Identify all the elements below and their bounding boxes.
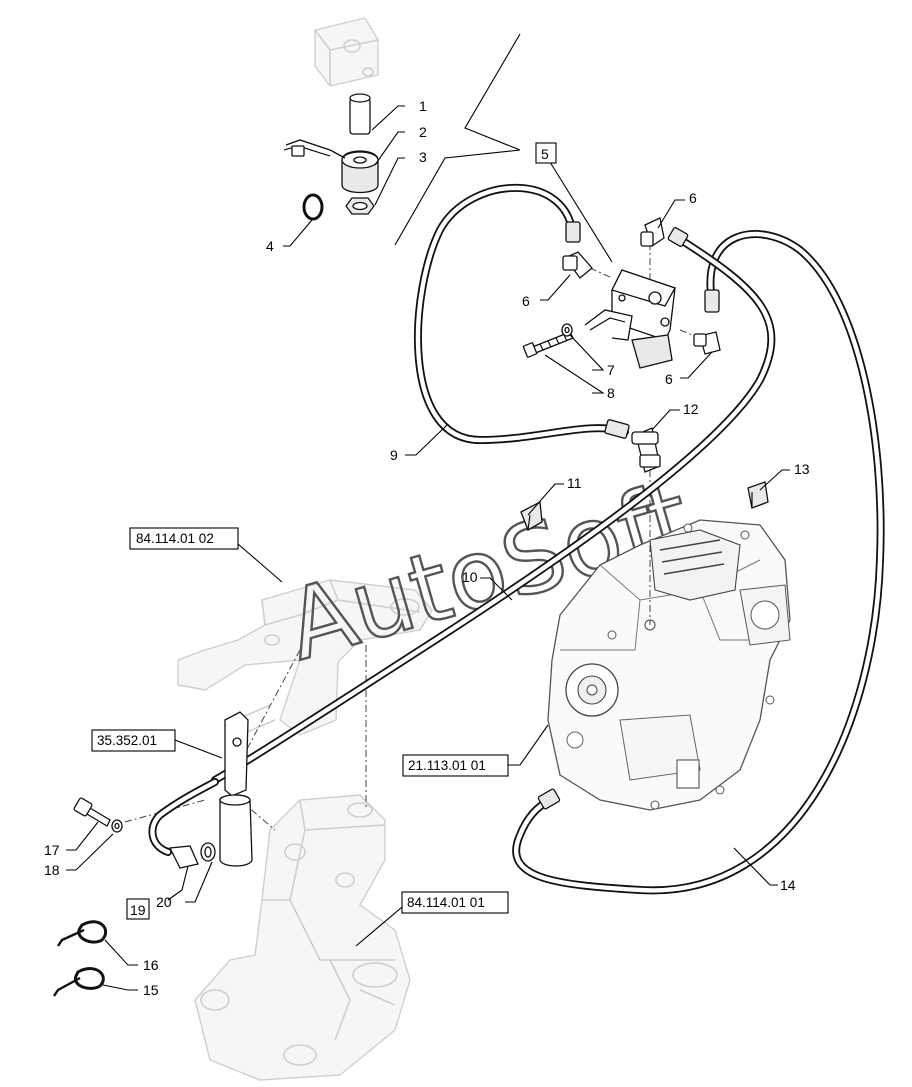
callout-18: 18 <box>44 862 60 878</box>
ref-box-35-352-01 <box>91 729 176 752</box>
callout-6-right: 6 <box>665 371 673 387</box>
washer-7 <box>561 323 573 337</box>
ref-box-21-113-01-01 <box>402 754 509 777</box>
section-break-lines <box>394 33 521 246</box>
valve-block-5 <box>584 269 676 369</box>
callout-9: 9 <box>390 447 398 463</box>
callout-10: 10 <box>462 569 478 585</box>
ref-box-84-114-01-01 <box>401 891 509 914</box>
callout-5: 5 <box>541 146 549 162</box>
transmission-housing <box>547 519 791 811</box>
callout-20: 20 <box>156 894 172 910</box>
callout-15: 15 <box>143 982 159 998</box>
ref-35-352-01: 35.352.01 <box>97 733 157 748</box>
callout-19-box <box>126 898 150 920</box>
callout-13: 13 <box>794 461 810 477</box>
fitting-6-right <box>693 331 721 355</box>
callout-16: 16 <box>143 957 159 973</box>
clip-13 <box>747 481 769 509</box>
ref-84-114-01-01: 84.114.01 01 <box>407 895 485 910</box>
washer-18 <box>111 819 123 833</box>
cylinder-bracket <box>219 711 253 867</box>
nut-3 <box>345 197 375 215</box>
hose-14 <box>512 230 885 895</box>
bolt-17 <box>73 797 111 827</box>
callout-8: 8 <box>607 385 615 401</box>
tee-fitting-12 <box>631 427 661 473</box>
ghost-bracket-upper <box>177 579 433 736</box>
reference-boxes: 84.114.01 02 35.352.01 21.113.01 01 84.1… <box>91 527 509 914</box>
leader-lines <box>66 105 790 991</box>
callout-6-top: 6 <box>689 190 697 206</box>
callout-1: 1 <box>419 98 427 114</box>
callout-19: 19 <box>130 902 146 918</box>
ghost-chassis-lower <box>194 794 411 1081</box>
ghost-valve-block-top <box>314 17 379 87</box>
callout-14: 14 <box>780 877 796 893</box>
clip-11 <box>520 500 543 531</box>
callout-2: 2 <box>419 124 427 140</box>
pipe-10 <box>148 227 776 856</box>
callout-7: 7 <box>607 362 615 378</box>
bolt-8 <box>522 331 574 358</box>
cable-tie-15 <box>53 967 105 997</box>
ref-box-84-114-01-02 <box>129 527 239 550</box>
callout-12: 12 <box>683 401 699 417</box>
o-ring-4 <box>302 193 324 221</box>
callout-6-left: 6 <box>522 293 530 309</box>
elbow-fitting-20 <box>168 842 216 869</box>
ref-84-114-01-02: 84.114.01 02 <box>136 531 214 546</box>
ref-21-113-01-01: 21.113.01 01 <box>408 758 486 773</box>
fitting-6-top <box>640 217 665 248</box>
coil-2 <box>283 139 379 194</box>
spool-1 <box>349 93 371 135</box>
callout-3: 3 <box>419 149 427 165</box>
cable-tie-16 <box>57 920 108 947</box>
callout-labels: 1 2 3 4 5 6 6 6 7 8 9 10 11 12 13 14 15 … <box>44 98 810 998</box>
reference-leaders <box>174 543 549 947</box>
callout-4: 4 <box>266 238 274 254</box>
callout-17: 17 <box>44 842 60 858</box>
fitting-6-left <box>562 251 593 279</box>
callout-5-box <box>535 142 557 164</box>
callout-11: 11 <box>567 475 582 491</box>
hose-9 <box>413 183 630 445</box>
